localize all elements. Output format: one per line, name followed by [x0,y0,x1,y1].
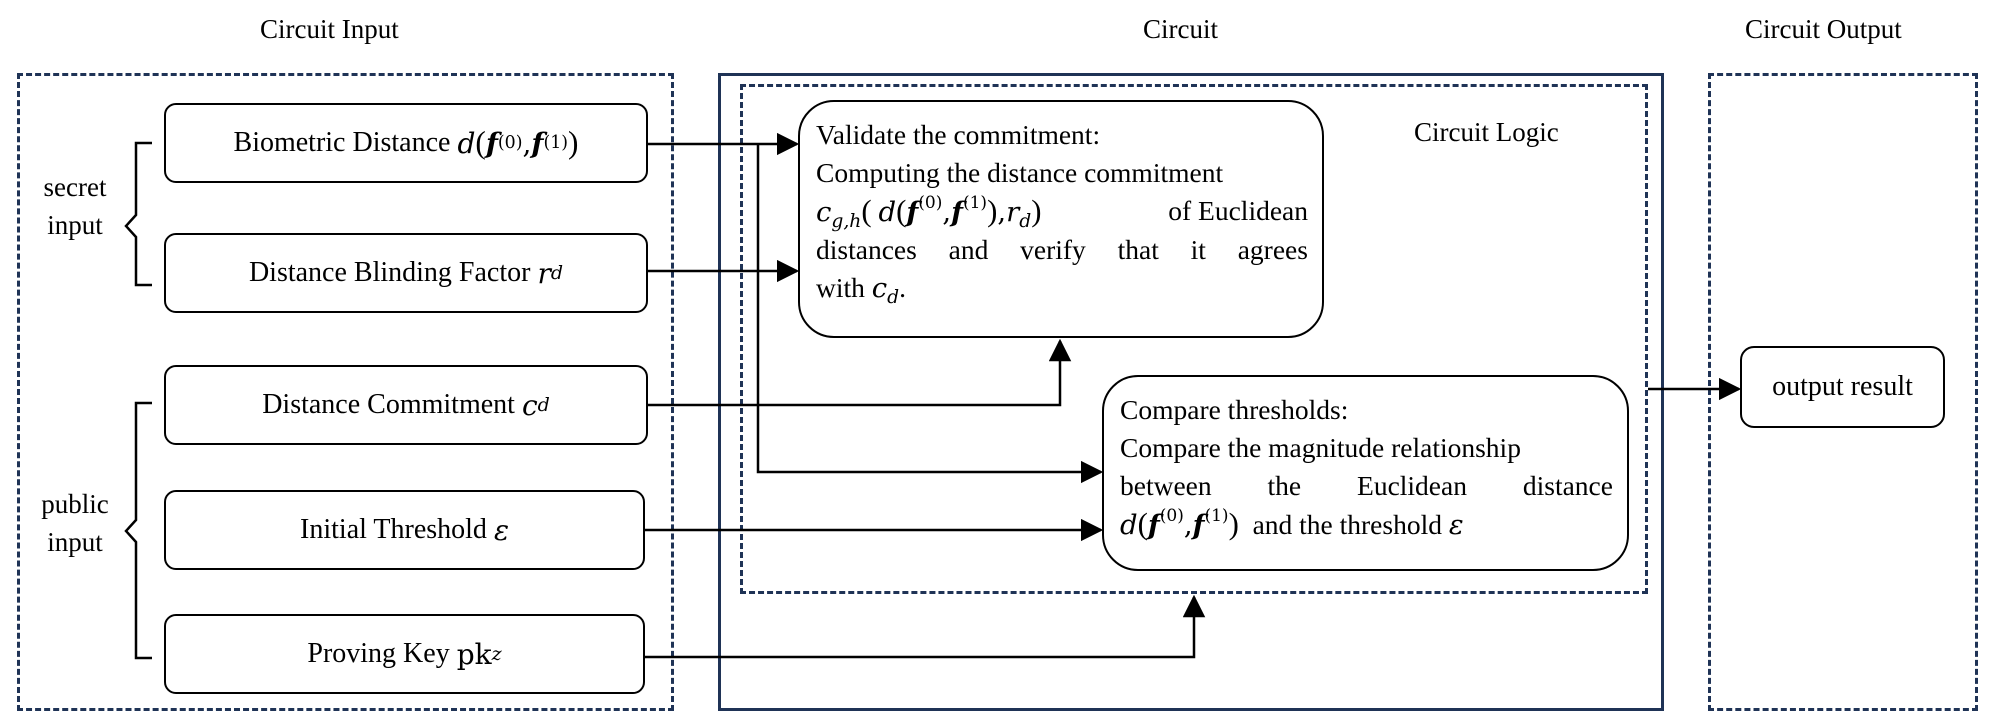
validate-title: Validate the commitment: [816,119,1101,150]
compare-thresholds-box: Compare thresholds: Compare the magnitud… [1102,375,1629,571]
public-input-brace [124,401,152,660]
circuit-frame [718,73,1664,711]
secret-input-brace [124,141,152,287]
compare-line-2: between the Euclidean distance [1120,470,1613,501]
wire-proving-to-compare [645,594,1206,659]
biometric-distance-box: Biometric Distance d(f(0),f(1)) [164,103,648,183]
validate-line-4: with cd. [816,272,907,308]
compare-title: Compare thresholds: [1120,394,1349,425]
circuit-input-header: Circuit Input [260,14,399,44]
validate-line-1: Computing the distance commitment [816,157,1224,188]
wire-commitment-to-validate [648,338,1072,407]
blinding-factor-label: Distance Blinding Factor [248,257,531,288]
distance-commitment-label: Distance Commitment [262,389,515,420]
validate-line-3: distances and verify that it agrees [816,234,1308,265]
wire-biometric-to-compare [756,144,1104,484]
compare-line-1: Compare the magnitude relationship [1120,432,1521,463]
initial-threshold-box: Initial Threshold ε [164,490,645,570]
proving-key-label: Proving Key [307,638,450,669]
validate-commitment-box: Validate the commitment: Computing the d… [798,100,1324,338]
biometric-distance-label: Biometric Distance [233,127,451,158]
circuit-header: Circuit [1143,14,1218,44]
compare-line-3: d(f(0),f(1)) and the threshold ε [1120,506,1464,541]
initial-threshold-label: Initial Threshold [300,514,487,545]
circuit-output-frame [1708,73,1978,711]
output-result-box: output result [1740,346,1945,428]
validate-line-2: cg,h( d(f(0),f(1)),rd) of Euclidean [816,193,1308,232]
circuit-output-header: Circuit Output [1745,14,1902,44]
output-result-label: output result [1772,371,1913,402]
circuit-logic-label: Circuit Logic [1414,117,1559,147]
circuit-logic-frame [740,84,1648,594]
circuit-input-frame [17,73,674,711]
